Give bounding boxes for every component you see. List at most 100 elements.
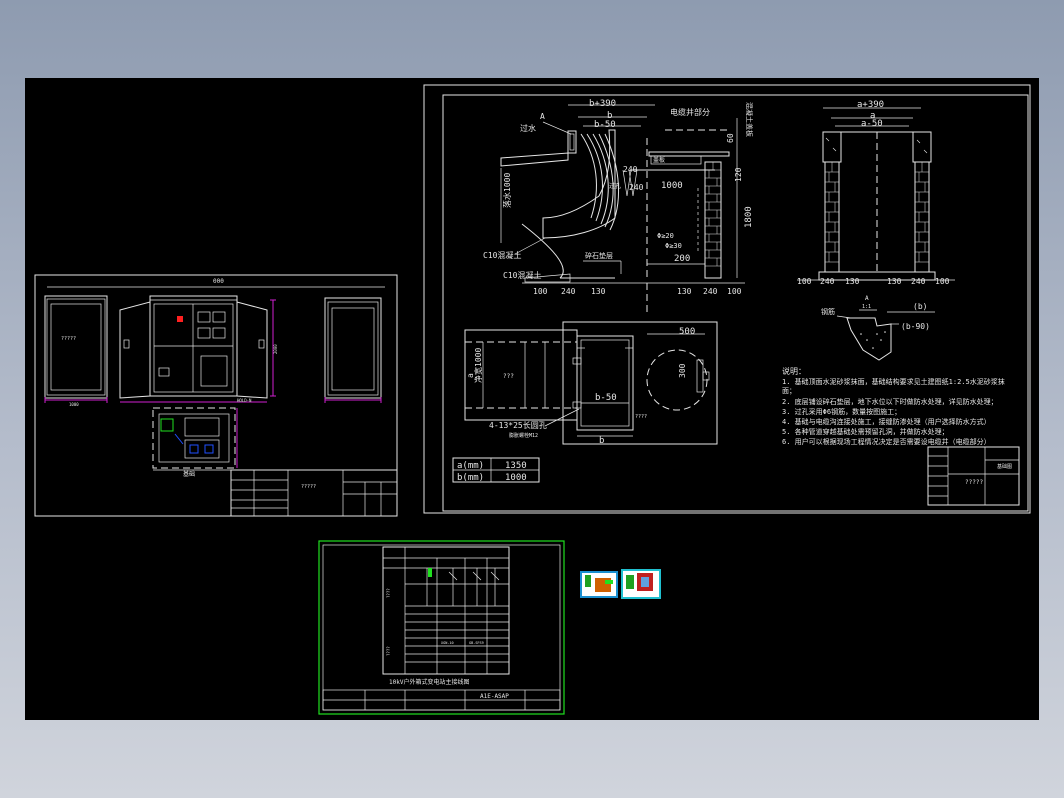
- label-gravel: 碎石垫层: [585, 251, 613, 260]
- table-b-key: b(mm): [457, 473, 484, 483]
- label-cover: 盖板: [653, 156, 665, 164]
- svg-text:100: 100: [797, 277, 812, 286]
- thumbnail-2[interactable]: [621, 569, 661, 599]
- dim-b-plus-390: b+390: [589, 99, 616, 109]
- svg-text:2000: 2000: [273, 344, 278, 354]
- label-gb: GB-SFS9: [469, 641, 484, 645]
- enclosure-right-elevation: [324, 297, 382, 403]
- svg-text:100: 100: [533, 287, 548, 296]
- svg-text:100: 100: [935, 277, 950, 286]
- plan-left-label: 净宽1000: [473, 348, 483, 383]
- dim-200: 200: [674, 254, 690, 264]
- svg-text:130: 130: [591, 287, 606, 296]
- svg-text:240: 240: [911, 277, 926, 286]
- elevation-bottom-dims: 100 240 130 130 240 100: [797, 277, 950, 286]
- schematic-caption: 10kV户外箱式变电站主接线图: [389, 678, 469, 686]
- label-phi30: Φ≥30: [665, 242, 682, 250]
- note-1b: 面；: [782, 387, 796, 395]
- label-right-vertical: 混凝土盖板: [745, 102, 754, 137]
- dim-a-plus-390: a+390: [857, 100, 884, 110]
- svg-text:???: ???: [503, 373, 514, 380]
- svg-text:240: 240: [703, 287, 718, 296]
- svg-text:????: ????: [386, 646, 391, 656]
- label-phi20: Φ≥20: [657, 232, 674, 240]
- dim-a: a: [870, 111, 875, 121]
- title-block-left: ?????: [230, 469, 398, 517]
- table-a-key: a(mm): [457, 461, 484, 471]
- front-panel-text: ?????: [61, 336, 76, 342]
- title-block-right-code: 基础图: [997, 463, 1012, 470]
- label-c10-1: C10混凝土: [483, 250, 521, 260]
- svg-text:130: 130: [677, 287, 692, 296]
- plan-hole-note: 4-13*25长圆孔: [489, 420, 547, 430]
- cad-model-space[interactable]: 000 ????? 1000: [25, 78, 1039, 720]
- notes: 说明： 1. 基础顶面水泥砂浆抹面，基础结构要求见土建图纸1:2.5水泥砂浆抹 …: [782, 366, 1005, 446]
- table-a-val: 1350: [505, 461, 527, 471]
- enclosure-plan-view: 基础 HOLD-N: [152, 398, 252, 478]
- dim-a-minus-50: a-50: [861, 119, 883, 129]
- drawing-canvas: 000 ????? 1000: [34, 84, 1031, 715]
- plan-hole-note-2: 膨胀螺栓M12: [509, 432, 538, 439]
- label-A: A: [540, 112, 545, 121]
- sheet-foundation[interactable]: b+390 b b-50 A 过水 电缆井部分 混凝土盖板 落水1000: [423, 84, 1031, 514]
- svg-text:240: 240: [561, 287, 576, 296]
- svg-text:????: ????: [635, 414, 647, 420]
- sheet-foundation-outer-frame: [423, 84, 1031, 514]
- svg-text:130: 130: [887, 277, 902, 286]
- svg-text:100: 100: [727, 287, 742, 296]
- table-b-val: 1000: [505, 473, 527, 483]
- svg-text:240: 240: [820, 277, 835, 286]
- title-block-left-name: ?????: [301, 484, 316, 490]
- foundation-plan-view: ??? 净宽1000 a b-50 b 500 300 4-13*25长圆孔 膨…: [464, 321, 718, 446]
- label-conduit-2: 过孔: [609, 182, 621, 190]
- sheet-schematic[interactable]: ???? ???? XGN-10 GB-SFS9 10kV户外箱式变电站主接线图…: [318, 540, 565, 715]
- foundation-section-view: b+390 b b-50 A 过水 电缆井部分 混凝土盖板 落水1000: [483, 99, 754, 313]
- detail-b-minus-90: (b-90): [901, 322, 930, 331]
- enclosure-dim: 1000: [69, 402, 79, 407]
- sheet-foundation-inner-frame: [442, 94, 1029, 512]
- plan-500: 500: [679, 327, 695, 337]
- svg-text:????: ????: [386, 588, 391, 598]
- note-1: 1. 基础顶面水泥砂浆抹面，基础结构要求见土建图纸1:2.5水泥砂浆抹: [782, 377, 1005, 386]
- title-block-right-name: ?????: [965, 479, 983, 486]
- detail-b: (b): [913, 302, 927, 311]
- detail-label: 钢筋: [821, 307, 835, 316]
- title-block-right: ????? 基础图: [927, 446, 1020, 506]
- side-label: HOLD-N: [237, 398, 252, 403]
- detail-a: A 1:1 (b) (b-90) 钢筋: [821, 295, 935, 361]
- thumbnail-1[interactable]: [580, 571, 618, 598]
- ab-table: a(mm) 1350 b(mm) 1000: [452, 457, 540, 483]
- top-dimension: 000: [213, 278, 224, 285]
- plan-b: b: [599, 436, 604, 446]
- sheet-enclosure-frame: [34, 274, 398, 517]
- note-4: 4. 基础与电缆沟连接处施工，接缝防渗处理（用户选择防水方式）: [782, 417, 991, 426]
- plan-caption: 基础: [183, 470, 195, 478]
- dim-240-b: 240: [629, 183, 644, 192]
- dim-b: b: [607, 111, 612, 121]
- label-conduit: 过水: [520, 123, 536, 133]
- red-indicator: [177, 316, 183, 322]
- plan-a: a: [466, 373, 475, 378]
- dim-120: 120: [734, 167, 743, 182]
- label-cable-part: 电缆井部分: [670, 107, 710, 117]
- label-c10-2: C10混凝土: [503, 270, 541, 280]
- sheet-enclosure[interactable]: 000 ????? 1000: [34, 274, 398, 517]
- note-3: 3. 过孔采用Φ6钢筋，数量按图施工；: [782, 407, 901, 416]
- enclosure-front-open: 2000: [119, 295, 278, 403]
- foundation-elevation: a+390 a a-50: [797, 100, 955, 286]
- detail-scale: 1:1: [862, 304, 871, 310]
- sheet-schematic-frame: [318, 540, 565, 715]
- detail-A-label: A: [865, 295, 869, 302]
- note-5: 5. 各种管道穿越基础处需预留孔洞，并做防水处理；: [782, 427, 949, 436]
- dim-1800: 1800: [744, 206, 754, 228]
- dim-1000: 1000: [661, 181, 683, 191]
- svg-text:130: 130: [845, 277, 860, 286]
- dim-b-minus-50: b-50: [594, 120, 616, 130]
- plan-b-minus-50: b-50: [595, 393, 617, 403]
- label-left-vertical: 落水1000: [502, 173, 512, 208]
- note-2: 2. 底层铺设碎石垫层，地下水位以下时做防水处理，详见防水处理；: [782, 397, 998, 406]
- section-bottom-dims: 100 240 130 130 240 100: [533, 287, 742, 296]
- dim-60: 60: [726, 133, 735, 143]
- notes-title: 说明：: [782, 366, 806, 376]
- enclosure-left-elevation: ????? 1000: [44, 295, 108, 407]
